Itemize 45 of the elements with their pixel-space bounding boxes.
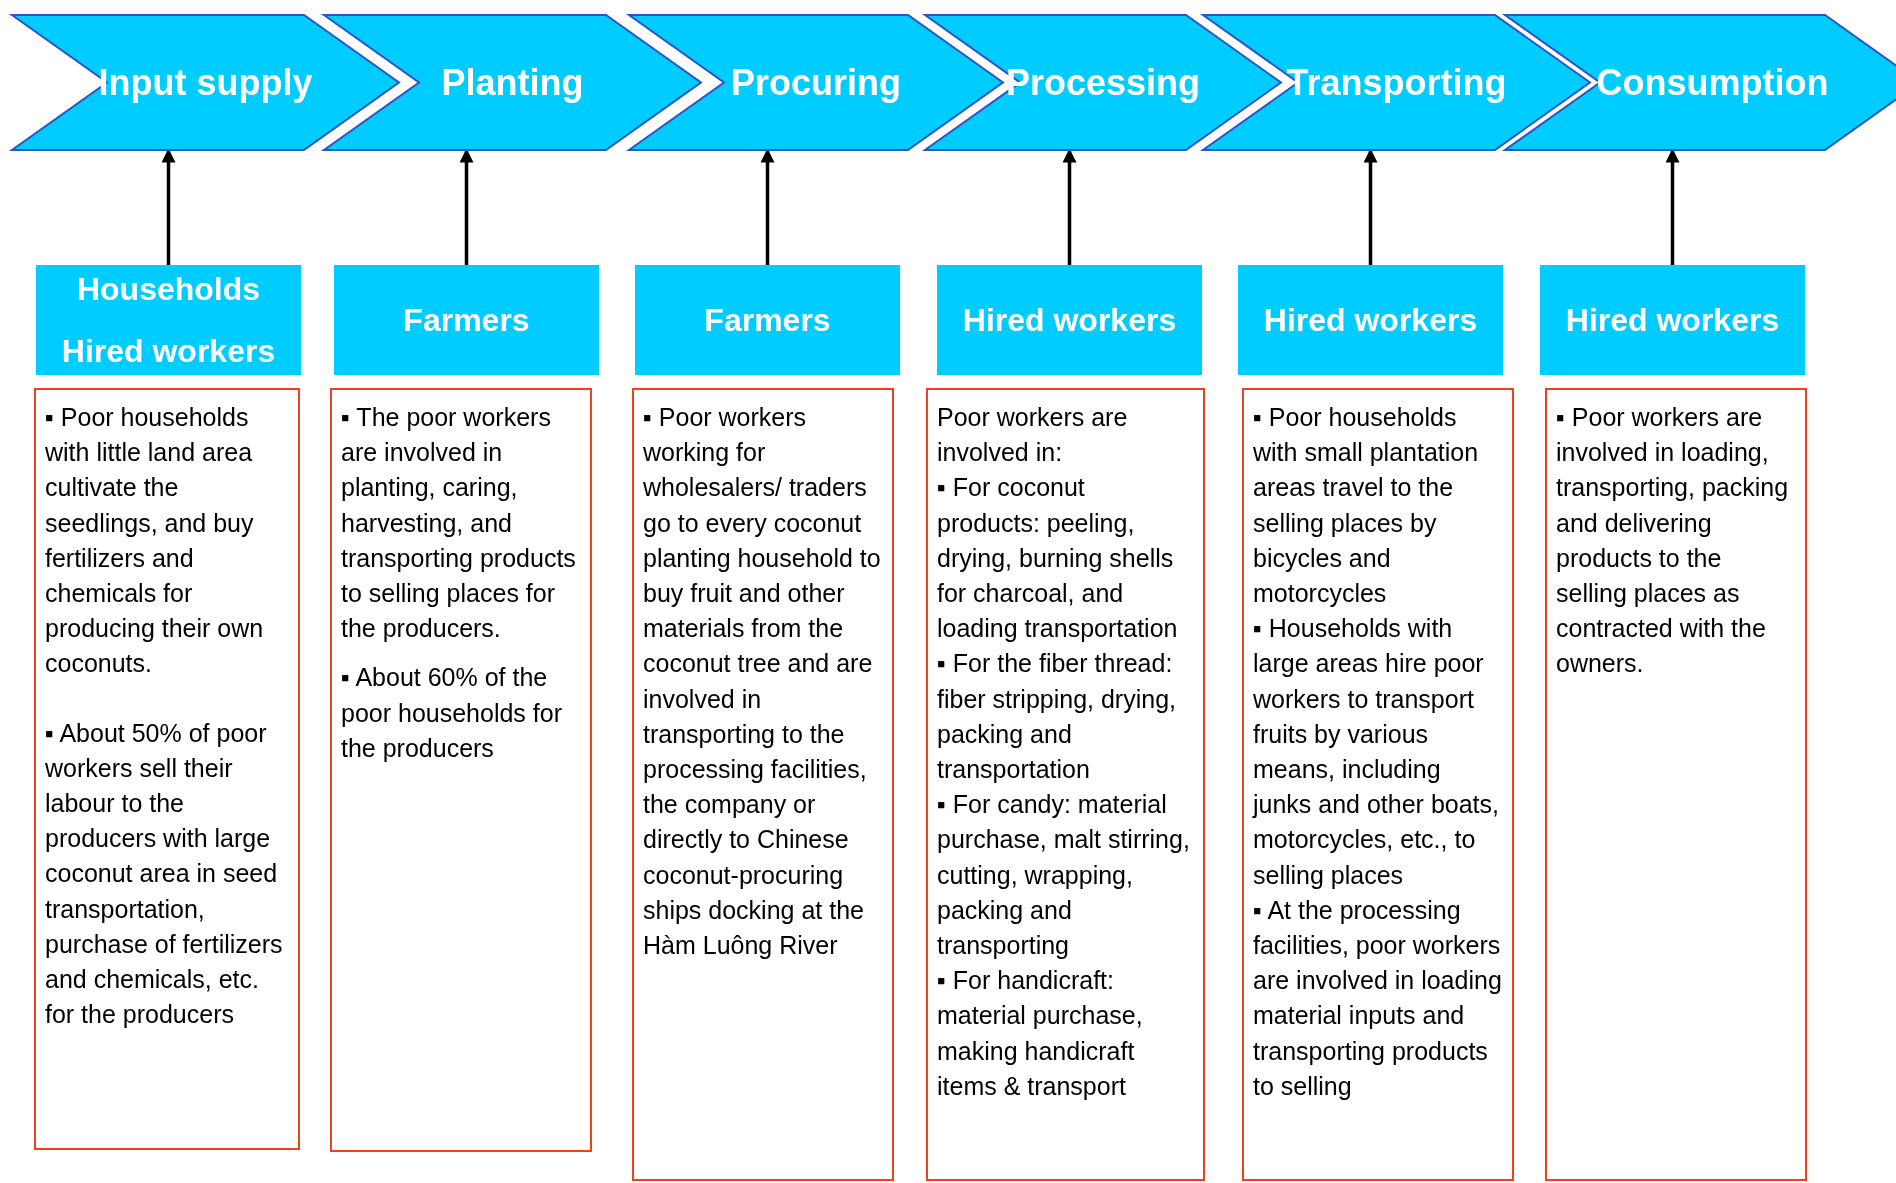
- chevron-step: [629, 15, 1003, 150]
- description-text: ▪ Poor workers working for wholesalers/ traders go to every coconut planting household to buy fruit and other materials from the coconut tree and are involved in transporting to the processing facilities, the company or directly to Chinese coconut-procuring ships docking at the Hàm Luông River: [643, 402, 882, 962]
- description-text: ▪ For coconut products: peeling, drying, burning shells for charcoal, and loading transportation: [937, 472, 1179, 645]
- actor-label: Hired workers: [1263, 301, 1478, 340]
- actor-box: [1540, 265, 1805, 375]
- description-text: ▪ Poor workers are involved in loading, transporting, packing and delivering products to the selling places as contracted with the owners.: [1556, 402, 1790, 680]
- description-text: ▪ Poor households with small plantation areas travel to the selling places by bicycles and motorcycles: [1253, 402, 1480, 609]
- actor-box: [36, 265, 301, 375]
- description-box: [1545, 388, 1807, 1181]
- stage-label: Procuring: [731, 60, 901, 105]
- description-text: ▪ Poor households with little land area cultivate the seedlings, and buy fertilizers and chemicals for producing their own coconuts.: [45, 402, 265, 680]
- description-text: ▪ For candy: material purchase, malt stirring, cutting, wrapping, packing and transporting: [937, 789, 1191, 962]
- description-text: ▪ About 60% of the poor households for the producers: [341, 662, 563, 764]
- actor-box: [937, 265, 1202, 375]
- stage-label: Planting: [441, 60, 584, 105]
- description-text: ▪ About 50% of poor workers sell their labour to the producers with large coconut area in seed transportation, purchase of fertilizers and chemicals, etc. for the producers: [45, 717, 284, 1031]
- chevron-step: [1203, 15, 1590, 150]
- actor-label: Households: [76, 270, 261, 309]
- chevron-step: [1505, 15, 1896, 150]
- actor-box: [1238, 265, 1503, 375]
- chevron-step: [324, 15, 701, 150]
- actor-box: [334, 265, 599, 375]
- actor-label: Hired workers: [61, 332, 276, 371]
- description-text: ▪ Households with large areas hire poor workers to transport fruits by various means, including junks and other boats, motorcycles, etc., to selling places: [1253, 613, 1500, 891]
- description-box: [34, 388, 300, 1150]
- description-text: ▪ For the fiber thread: fiber stripping, drying, packing and transportation: [937, 648, 1177, 786]
- actor-label: Hired workers: [1565, 301, 1780, 340]
- actor-label: Hired workers: [962, 301, 1177, 340]
- description-box: [1242, 388, 1514, 1181]
- description-text: ▪ At the processing facilities, poor workers are involved in loading material inputs and transporting products to selling: [1253, 894, 1503, 1102]
- chevron-step: [12, 15, 399, 150]
- description-text: ▪ For handicraft: material purchase, making handicraft items & transport: [937, 965, 1144, 1102]
- description-text: ▪ The poor workers are involved in planting, caring, harvesting, and transporting products to selling places for the producers.: [341, 402, 577, 645]
- stage-label: Transporting: [1286, 60, 1507, 105]
- stage-label: Input supply: [98, 60, 313, 105]
- stage-label: Processing: [1005, 60, 1201, 105]
- description-box: [632, 388, 894, 1181]
- actor-label: Farmers: [704, 301, 831, 340]
- stage-label: Consumption: [1596, 60, 1829, 105]
- description-text: Poor workers are involved in:: [937, 402, 1129, 469]
- chevron-step: [925, 15, 1281, 150]
- actor-label: Farmers: [403, 301, 530, 340]
- description-box: [926, 388, 1205, 1181]
- description-box: [330, 388, 592, 1152]
- actor-box: [635, 265, 900, 375]
